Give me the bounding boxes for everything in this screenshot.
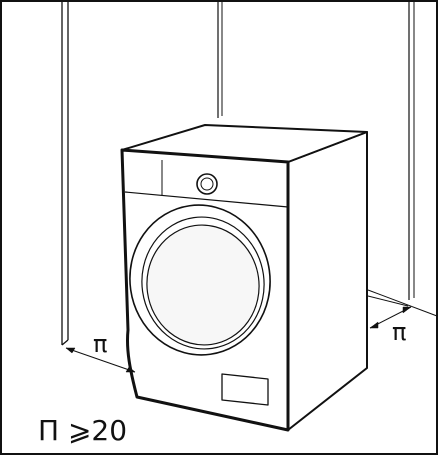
gap-left-label: π (93, 330, 107, 358)
double-arrow-icon (65, 347, 136, 373)
left-wall (61, 2, 69, 346)
gap-right-label: π (392, 318, 406, 346)
washing-machine-icon (120, 124, 368, 432)
double-arrow-icon (369, 306, 412, 329)
back-wall (217, 2, 415, 300)
door-glass (146, 224, 260, 346)
right-dimension (369, 306, 412, 329)
filter-hatch (221, 373, 269, 406)
clearance-requirement: Π ⩾20 (38, 414, 127, 447)
floor-lines (367, 289, 438, 317)
program-knob-inner (200, 177, 214, 191)
left-dimension (65, 347, 136, 373)
control-panel-divider (124, 191, 289, 208)
